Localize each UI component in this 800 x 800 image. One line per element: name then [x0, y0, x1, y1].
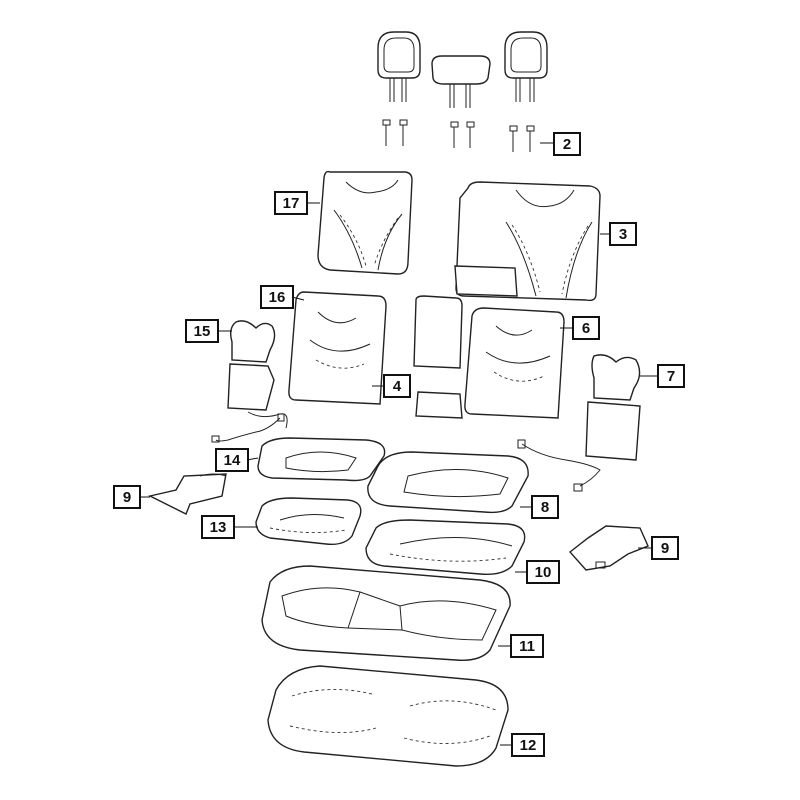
headrest-guides	[382, 119, 535, 152]
callout-9-right: 9	[651, 536, 679, 560]
callout-14: 14	[215, 448, 249, 472]
headrest-left	[377, 31, 421, 102]
seatback-cover-right	[454, 181, 601, 302]
cushion-cover-right	[367, 451, 529, 514]
cushion-cover-left	[257, 437, 386, 482]
callout-11: 11	[510, 634, 544, 658]
pass-through-panel	[415, 391, 463, 419]
cushion-heater-right	[568, 525, 649, 571]
callout-16: 16	[260, 285, 294, 309]
cushion-pad-left	[255, 497, 362, 546]
callout-17: 17	[274, 191, 308, 215]
seatback-cover-left	[317, 170, 413, 275]
callout-9-left: 9	[113, 485, 141, 509]
cushion-pad-right	[365, 519, 526, 576]
callout-2: 2	[553, 132, 581, 156]
headrest-center	[431, 55, 491, 108]
callout-12: 12	[511, 733, 545, 757]
callout-3: 3	[609, 222, 637, 246]
bench-cushion-cover	[261, 565, 511, 661]
wire-harness-left	[211, 413, 285, 443]
wire-harness-right	[517, 439, 601, 492]
seatback-heater-right	[585, 354, 641, 461]
callout-8: 8	[531, 495, 559, 519]
callout-15: 15	[185, 319, 219, 343]
callout-4: 4	[383, 374, 411, 398]
callout-13: 13	[201, 515, 235, 539]
headrest-right	[504, 31, 548, 102]
callout-7: 7	[657, 364, 685, 388]
armrest-panel	[413, 295, 463, 369]
bench-cushion-pad	[267, 665, 509, 767]
seatback-pad-left	[288, 291, 387, 405]
seatback-heater-left	[227, 320, 288, 429]
seatback-pad-right	[464, 307, 565, 419]
callout-10: 10	[526, 560, 560, 584]
cushion-heater-left	[147, 473, 227, 515]
callout-6: 6	[572, 316, 600, 340]
